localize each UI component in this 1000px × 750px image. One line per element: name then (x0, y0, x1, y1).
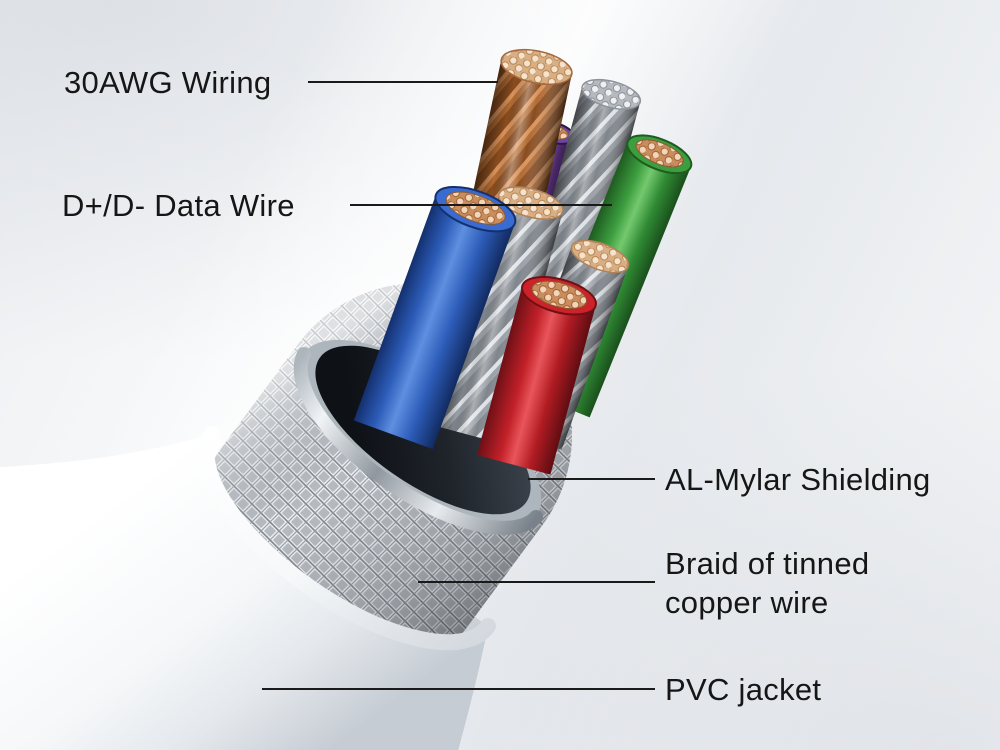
label-pvc-text: PVC jacket (665, 672, 822, 707)
label-shielding: AL-Mylar Shielding (665, 460, 931, 499)
foil-collar-front-rim (293, 347, 543, 535)
leader-line-30awg (308, 81, 498, 83)
label-data-wire-text: D+/D- Data Wire (62, 188, 295, 223)
label-data-wire: D+/D- Data Wire (62, 186, 295, 225)
leader-line-braid (418, 581, 655, 583)
pvc-jacket-rim (198, 426, 496, 651)
label-braid: Braid of tinned copper wire (665, 544, 920, 622)
leader-line-data-wire (350, 204, 612, 206)
wire-red (477, 276, 597, 475)
pvc-jacket (0, 434, 488, 750)
label-30awg-wiring-text: 30AWG Wiring (64, 65, 272, 100)
leader-line-pvc (262, 688, 655, 690)
label-braid-text: Braid of tinned copper wire (665, 546, 870, 620)
label-pvc: PVC jacket (665, 670, 821, 709)
label-shielding-text: AL-Mylar Shielding (665, 462, 931, 497)
label-30awg-wiring: 30AWG Wiring (64, 63, 271, 102)
wire-blue (353, 185, 517, 450)
leader-line-shielding (528, 478, 655, 480)
wire-silver-center (436, 186, 564, 444)
